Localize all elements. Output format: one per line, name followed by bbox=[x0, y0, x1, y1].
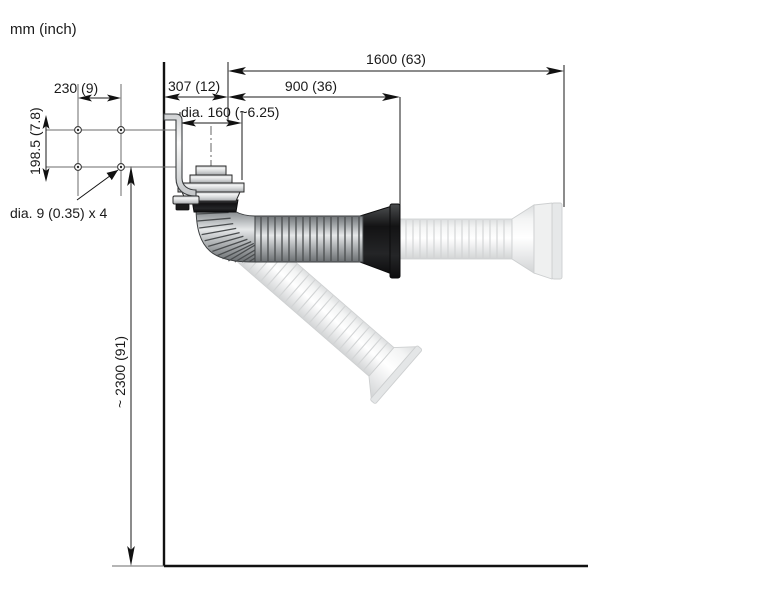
dimension-hose-length-short: 900 (36) bbox=[228, 78, 400, 101]
dimension-hole-spacing-vertical: 198.5 (7.8) bbox=[27, 107, 50, 182]
units-note: mm (inch) bbox=[10, 21, 77, 38]
dimension-outlet-diameter: dia. 160 (~6.25) bbox=[180, 104, 279, 176]
mounting-hole bbox=[117, 163, 125, 171]
dimension-extension-lines bbox=[179, 62, 565, 215]
callout-hole-diameter: dia. 9 (0.35) x 4 bbox=[10, 169, 119, 221]
corrugated-hose-main bbox=[195, 205, 364, 263]
wall-inlet-pipe bbox=[163, 113, 197, 197]
dimension-wall-to-outlet: 307 (12) bbox=[164, 78, 228, 101]
extension-hose-light bbox=[399, 202, 563, 280]
dim-label-230: 230 (9) bbox=[54, 80, 98, 96]
mounting-hole bbox=[74, 126, 82, 134]
drain-outlet-body bbox=[172, 165, 245, 211]
mounting-hole-pattern bbox=[46, 84, 178, 196]
dimension-hose-length-long: 1600 (63) bbox=[228, 51, 564, 75]
black-flange-900 bbox=[359, 203, 401, 279]
dim-label-1600: 1600 (63) bbox=[366, 51, 426, 67]
mounting-hole bbox=[74, 163, 82, 171]
dimension-hole-spacing-horizontal: 230 (9) bbox=[54, 80, 121, 102]
dim-label-198-5: 198.5 (7.8) bbox=[27, 107, 43, 175]
dimension-height-above-floor: ~ 2300 (91) bbox=[112, 166, 164, 567]
dim-label-dia160: dia. 160 (~6.25) bbox=[181, 104, 279, 120]
mounting-hole bbox=[117, 126, 125, 134]
dim-label-dia9: dia. 9 (0.35) x 4 bbox=[10, 205, 107, 221]
dim-label-307: 307 (12) bbox=[168, 78, 220, 94]
wall-and-floor bbox=[162, 62, 588, 568]
dim-label-2300: ~ 2300 (91) bbox=[112, 336, 128, 408]
dim-label-900: 900 (36) bbox=[285, 78, 337, 94]
